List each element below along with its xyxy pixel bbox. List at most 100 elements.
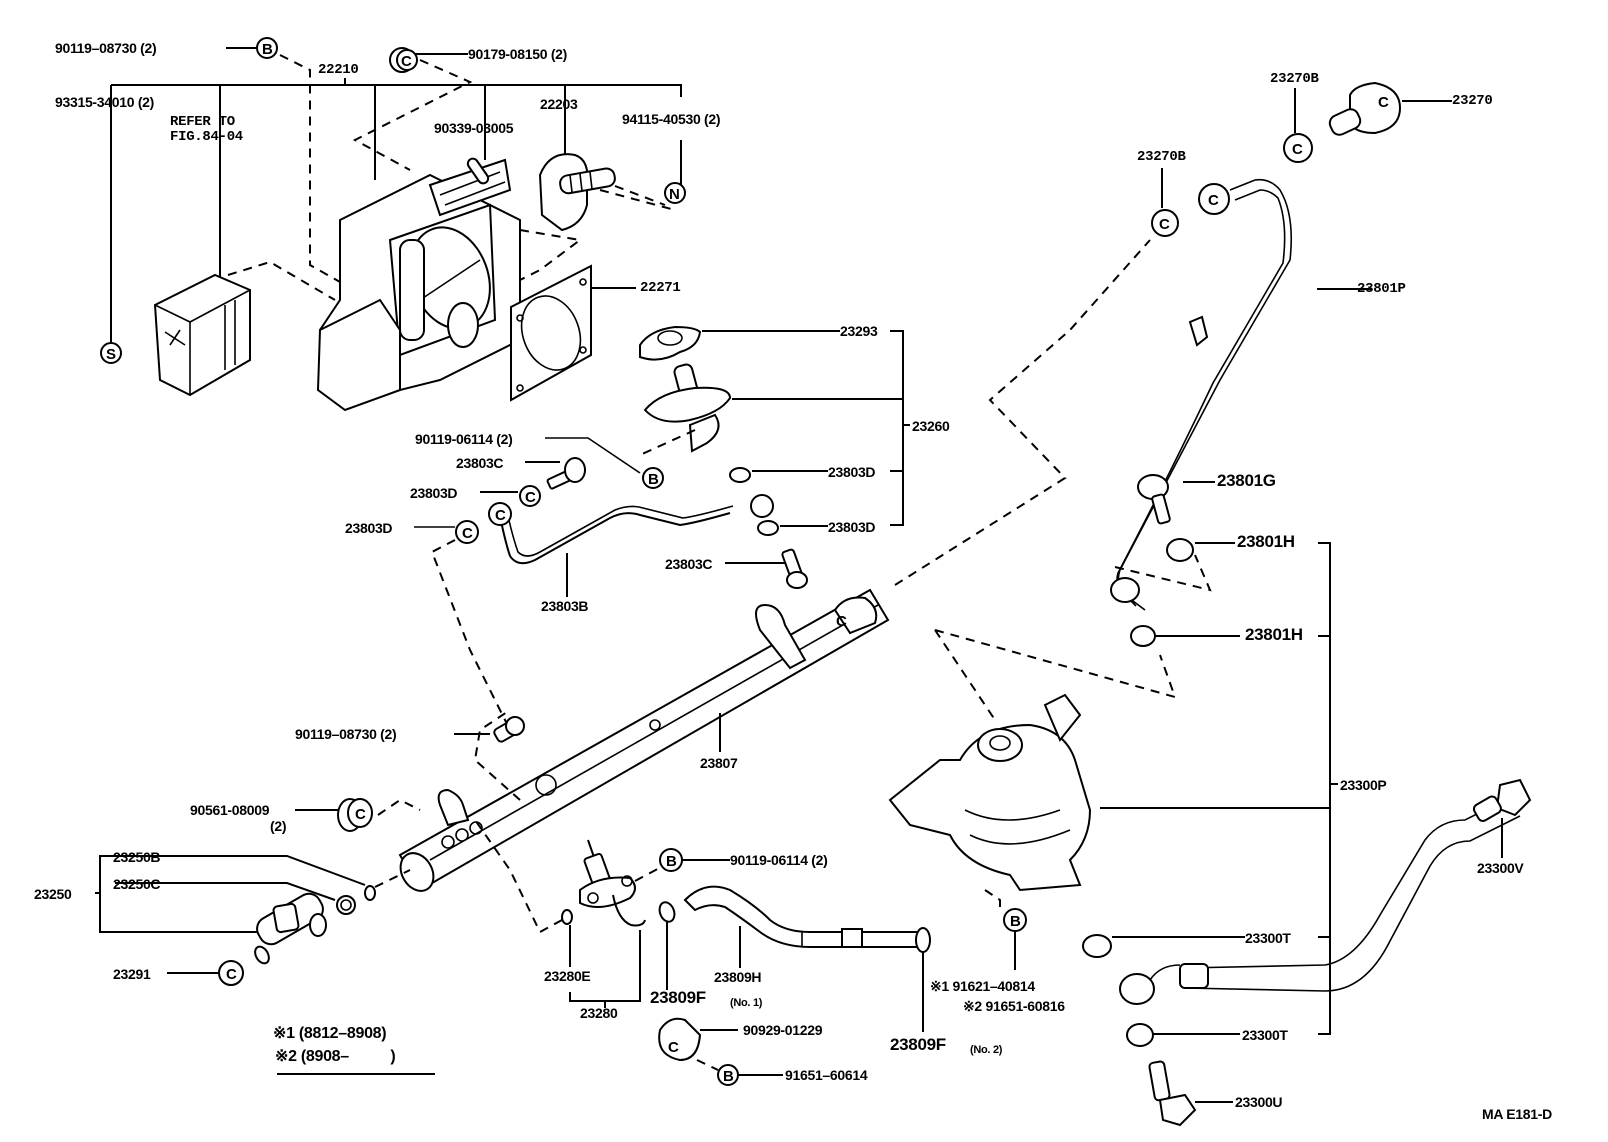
bracket-23260 <box>702 330 910 527</box>
label-23260: 23260 <box>912 418 950 434</box>
svg-text:C: C <box>355 806 366 823</box>
washer-23801H-b <box>1130 625 1240 647</box>
callout-B-regulator: B <box>659 848 730 872</box>
label-22271: 22271 <box>640 280 681 296</box>
label-23300T-b: 23300T <box>1242 1027 1288 1043</box>
dashed-guides-mid <box>374 239 1151 888</box>
svg-text:B: B <box>262 41 273 58</box>
label-23280: 23280 <box>580 1005 618 1021</box>
svg-text:N: N <box>669 186 680 203</box>
washer-23803D-b <box>729 467 751 483</box>
label-23270: 23270 <box>1452 93 1493 109</box>
label-23803C-b: 23803C <box>665 556 713 572</box>
label-23809H: 23809H <box>714 969 762 985</box>
label-23250B: 23250B <box>113 849 161 865</box>
fuel-filter <box>888 693 1092 892</box>
label-94115-40530: 94115-40530 (2) <box>622 111 721 127</box>
fuel-injector <box>254 892 327 965</box>
callout-B-top: B <box>256 37 278 59</box>
label-23300P: 23300P <box>1340 777 1387 793</box>
label-23803B: 23803B <box>541 598 589 614</box>
insulator-90561-08009: C <box>295 798 373 832</box>
legend-note-1: ※1 (8812–8908) <box>273 1025 387 1042</box>
plug-23270: C <box>1328 81 1452 136</box>
svg-text:B: B <box>648 471 659 488</box>
label-23809F-no1: 23809F <box>650 988 706 1007</box>
label-refer-to: REFER TO <box>170 114 235 130</box>
legend-note-2: ※2 (8908– ) <box>275 1048 396 1065</box>
fuel-pipe-23803B: C <box>488 494 774 597</box>
callout-S: S <box>100 342 122 364</box>
label-93315-34010: 93315-34010 (2) <box>55 94 155 110</box>
gasket-23270B-b: C <box>1151 168 1179 237</box>
union-bolt-23300U <box>1148 1060 1233 1127</box>
outlet-pipe-23300V <box>1119 778 1532 1005</box>
label-23803D-b: 23803D <box>828 464 876 480</box>
label-90119-08730-low: 90119–08730 (2) <box>295 726 397 742</box>
pulsation-damper-bracket-23300P <box>1100 542 1338 1035</box>
label-90929-01229: 90929-01229 <box>743 1022 823 1038</box>
clamp-23809F-no2 <box>915 927 931 1032</box>
label-22203: 22203 <box>540 96 578 112</box>
pin-90339-03005 <box>466 157 490 185</box>
svg-text:B: B <box>1010 913 1021 930</box>
gasket-23300T-b <box>1126 1023 1240 1047</box>
label-23801G: 23801G <box>1217 471 1276 490</box>
label-23803D-a: 23803D <box>410 485 458 501</box>
label-90561-qty: (2) <box>270 818 287 834</box>
label-23801P: 23801P <box>1357 281 1406 297</box>
label-23807: 23807 <box>700 755 738 771</box>
vsv-90929-01229: C <box>658 1017 738 1071</box>
label-23280E: 23280E <box>544 968 591 984</box>
label-90179-08150: 90179-08150 (2) <box>468 46 568 62</box>
label-23809F-no2-note: (No. 2) <box>970 1044 1003 1056</box>
label-90119-06114-mid: 90119-06114 (2) <box>415 431 513 447</box>
bolt-90119-08730-low <box>454 716 525 743</box>
svg-text:C: C <box>525 489 536 506</box>
washer-23803D-c <box>757 520 779 536</box>
callout-B-mid: B <box>545 437 664 489</box>
label-23300T-a: 23300T <box>1245 930 1291 946</box>
label-90561-08009: 90561-08009 <box>190 802 270 818</box>
label-90119-06114-low: 90119-06114 (2) <box>730 852 828 868</box>
label-23300V: 23300V <box>1477 860 1524 876</box>
clamp-23809F-no1 <box>658 901 676 990</box>
callout-B-vsv: B <box>717 1064 783 1086</box>
svg-text:C: C <box>1378 94 1389 111</box>
gasket-23300T-a <box>1082 934 1245 958</box>
o-ring-23280E <box>474 819 641 1008</box>
injector-bracket-23250 <box>95 855 366 933</box>
svg-text:C: C <box>401 53 412 70</box>
label-refer-fig: FIG.84-04 <box>170 129 243 145</box>
label-23809F-no2: 23809F <box>890 1035 946 1054</box>
label-22210: 22210 <box>318 62 359 78</box>
pressure-regulator-23280 <box>579 839 666 927</box>
delivery-pipe-23807: C <box>398 588 890 892</box>
label-91651-60816: ※2 91651-60816 <box>963 998 1065 1014</box>
svg-text:C: C <box>462 525 473 542</box>
svg-text:S: S <box>106 346 116 363</box>
svg-text:C: C <box>1159 216 1170 233</box>
gasket-23293 <box>639 325 702 361</box>
air-valve-22203 <box>538 153 666 232</box>
union-bolt-23801G <box>1137 474 1215 525</box>
fuel-pipe-23801P: C <box>1110 178 1372 611</box>
svg-text:C: C <box>226 966 237 983</box>
callout-N: N <box>664 182 686 204</box>
washer-23801H-a <box>1114 538 1235 592</box>
svg-text:C: C <box>836 613 847 630</box>
figure-id: MA E181-D <box>1482 1106 1552 1122</box>
dashed-guides-top <box>227 54 676 301</box>
cold-start-injector <box>639 363 732 456</box>
bolt-23803C-a <box>525 457 586 490</box>
gasket-23270B-a: C <box>1283 88 1313 163</box>
o-ring-23250B <box>364 885 376 901</box>
svg-text:C: C <box>1292 141 1303 158</box>
label-23293: 23293 <box>840 323 878 339</box>
label-23300U: 23300U <box>1235 1094 1283 1110</box>
label-23270B-b: 23270B <box>1137 149 1186 165</box>
throttle-position-sensor <box>153 273 251 397</box>
label-23291: 23291 <box>113 966 151 982</box>
throttle-body-22210 <box>316 158 521 412</box>
